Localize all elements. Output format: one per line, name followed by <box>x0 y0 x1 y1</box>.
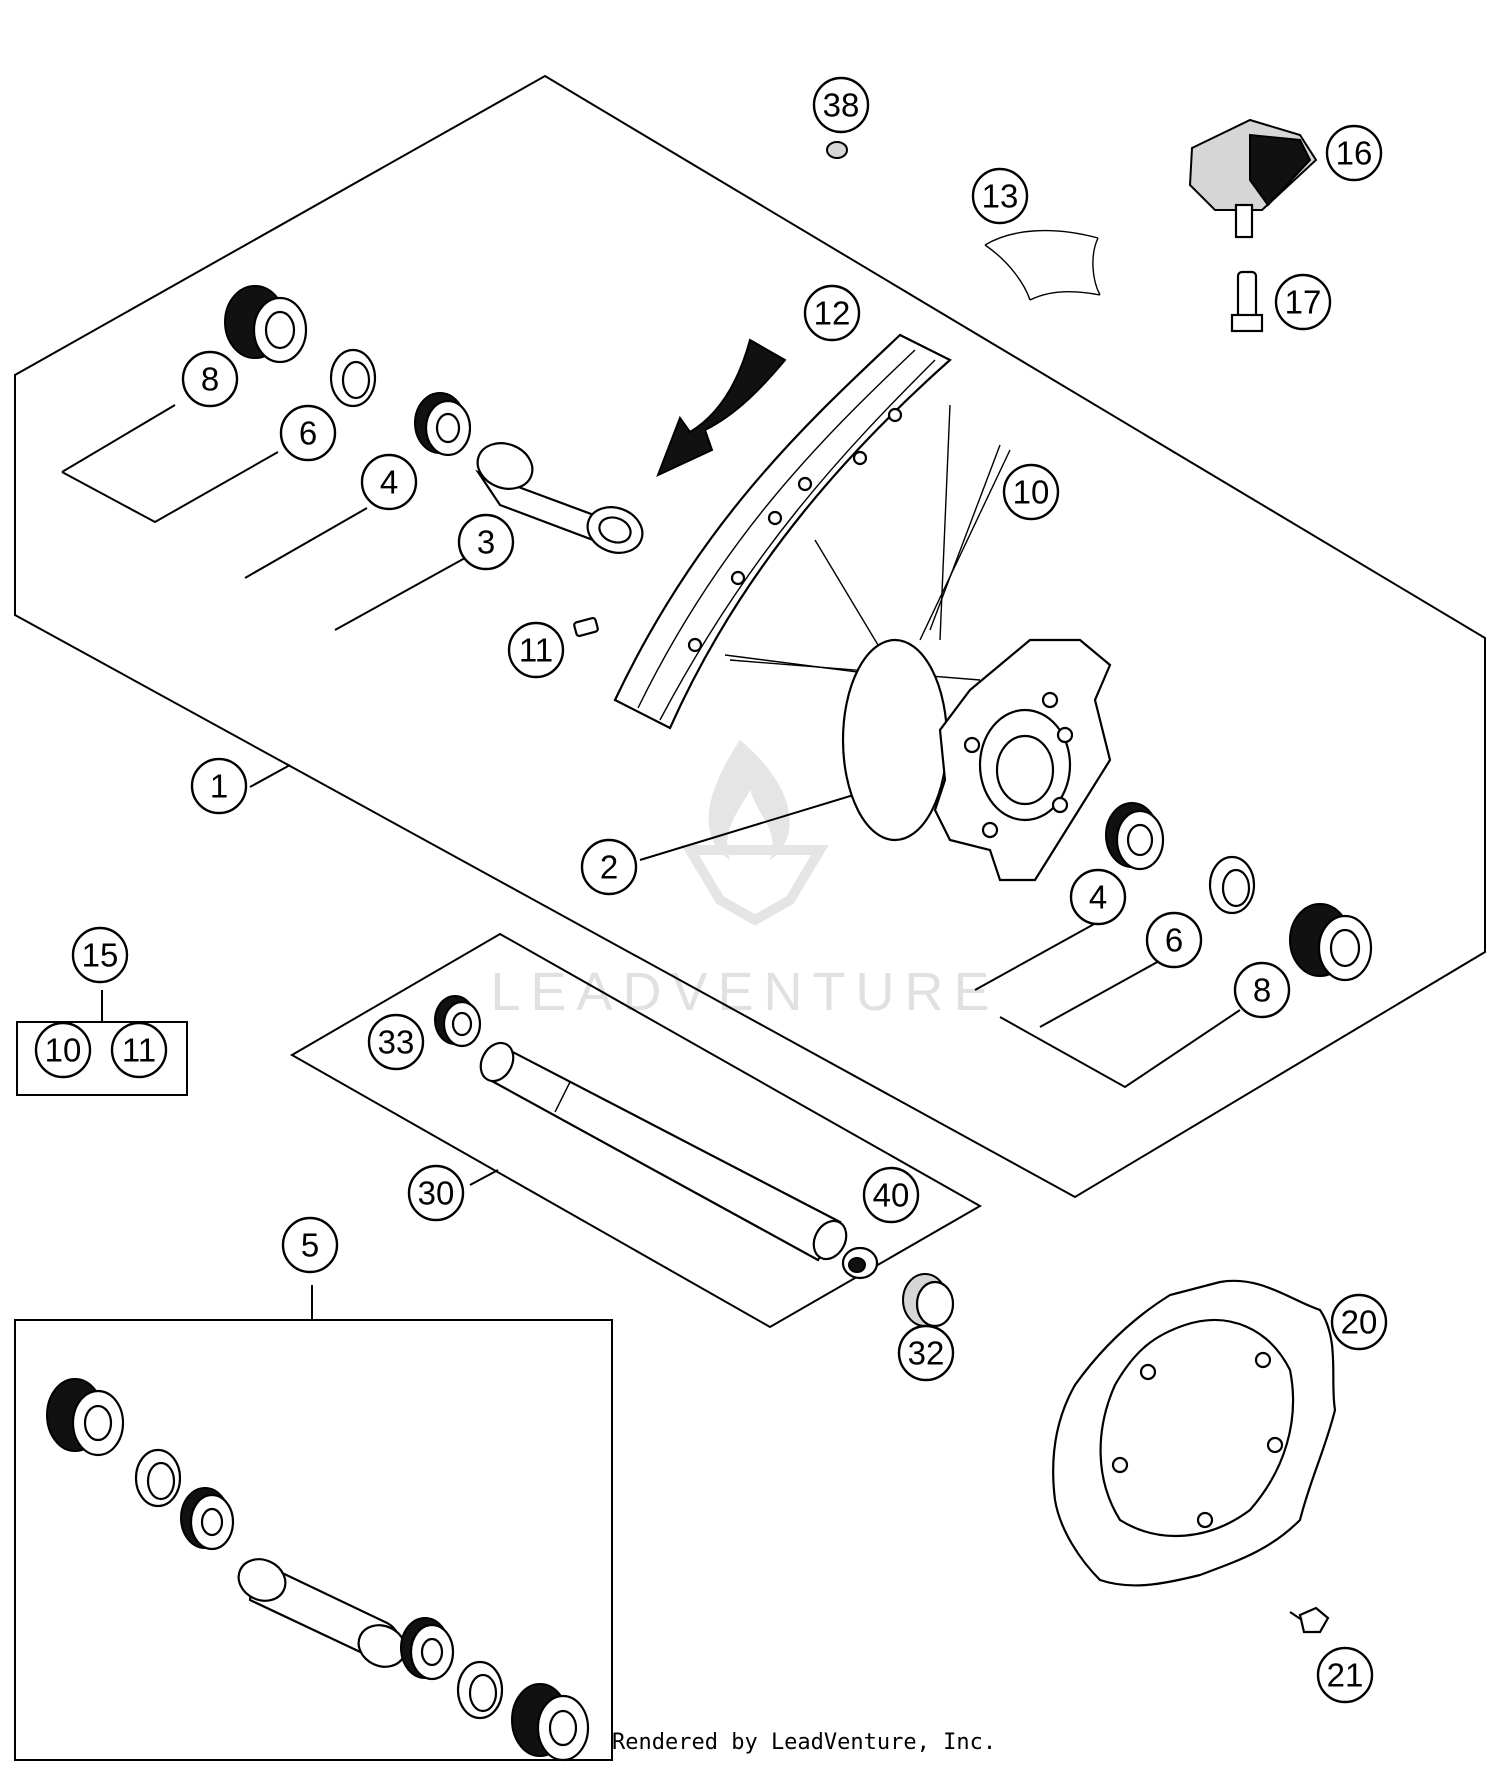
callout-10b[interactable]: 10 <box>34 1021 92 1079</box>
svg-text:4: 4 <box>1089 879 1107 916</box>
spacer-tube-3-icon <box>475 442 644 554</box>
nipple-11-icon <box>573 616 599 638</box>
svg-text:4: 4 <box>380 464 398 501</box>
svg-text:33: 33 <box>378 1024 415 1061</box>
callout-21[interactable]: 21 <box>1316 1646 1374 1704</box>
svg-text:10: 10 <box>45 1032 82 1069</box>
callout-17[interactable]: 17 <box>1274 273 1332 331</box>
rim-12-icon <box>613 333 952 730</box>
bracket-6b-line <box>1039 954 1171 1028</box>
svg-text:2: 2 <box>600 849 618 886</box>
callout-11b[interactable]: 11 <box>110 1021 168 1079</box>
svg-text:3: 3 <box>477 524 495 561</box>
callout-40[interactable]: 40 <box>862 1166 920 1224</box>
svg-text:21: 21 <box>1327 1657 1364 1694</box>
callout-13[interactable]: 13 <box>971 167 1029 225</box>
svg-text:38: 38 <box>823 87 860 124</box>
bearing-4b-icon <box>1105 802 1165 871</box>
bracket-6a-line <box>61 451 279 524</box>
callout-4a[interactable]: 4 <box>360 453 418 511</box>
axle-nut-32-icon <box>902 1273 955 1328</box>
bracket-2-line <box>639 789 871 861</box>
svg-text:1: 1 <box>210 768 228 805</box>
svg-text:30: 30 <box>418 1175 455 1212</box>
bracket-8b-line <box>999 1009 1241 1089</box>
callout-1[interactable]: 1 <box>190 757 248 815</box>
svg-text:40: 40 <box>873 1177 910 1214</box>
callout-6b[interactable]: 6 <box>1145 911 1203 969</box>
svg-text:12: 12 <box>814 295 851 332</box>
bracket-1-line <box>249 764 291 788</box>
callout-4b[interactable]: 4 <box>1069 868 1127 926</box>
spacer-6a-icon <box>329 348 377 408</box>
callout-6a[interactable]: 6 <box>279 404 337 462</box>
svg-text:8: 8 <box>1253 972 1271 1009</box>
bracket-4a-line <box>244 507 368 579</box>
bracket-4b-line <box>974 917 1106 991</box>
seal-kit-5-parts-icon <box>46 1378 590 1762</box>
valve-nut-17-icon <box>1230 270 1264 333</box>
footer-credit: Rendered by LeadVenture, Inc. <box>612 1730 997 1755</box>
svg-text:16: 16 <box>1336 135 1373 172</box>
brake-disc-20-icon <box>1052 1279 1337 1587</box>
callout-3[interactable]: 3 <box>457 513 515 571</box>
group-30-outline <box>289 932 983 1329</box>
rim-lock-16-icon <box>1188 118 1318 239</box>
callout-8b[interactable]: 8 <box>1233 961 1291 1019</box>
callout-33[interactable]: 33 <box>367 1013 425 1071</box>
collar-33-icon <box>434 995 482 1048</box>
bracket-8a-line <box>61 404 176 473</box>
rotation-arrow-icon <box>656 338 787 477</box>
callout-20[interactable]: 20 <box>1330 1293 1388 1351</box>
seal-8b-icon <box>1289 903 1373 982</box>
svg-text:11: 11 <box>519 632 553 669</box>
svg-text:5: 5 <box>301 1227 319 1264</box>
bracket-3-line <box>334 557 466 631</box>
axle-30-icon <box>479 1041 848 1262</box>
svg-text:32: 32 <box>908 1335 945 1372</box>
nut-40-icon <box>841 1246 879 1280</box>
svg-text:6: 6 <box>1165 922 1183 959</box>
bearing-4a-icon <box>414 392 472 457</box>
callout-2[interactable]: 2 <box>580 838 638 896</box>
svg-text:10: 10 <box>1013 474 1050 511</box>
svg-text:13: 13 <box>982 178 1019 215</box>
group-1-outline <box>14 74 1486 1199</box>
callout-16[interactable]: 16 <box>1325 124 1383 182</box>
hub-2-icon <box>841 638 1112 882</box>
spacer-6b-icon <box>1208 855 1256 915</box>
callout-15[interactable]: 15 <box>71 926 129 984</box>
callout-5[interactable]: 5 <box>281 1216 339 1274</box>
callout-32[interactable]: 32 <box>897 1324 955 1382</box>
callout-38[interactable]: 38 <box>812 76 870 134</box>
callout-12[interactable]: 12 <box>803 284 861 342</box>
group-5-box <box>14 1319 613 1761</box>
svg-text:11: 11 <box>122 1032 156 1069</box>
bolt-21-icon <box>1289 1606 1330 1634</box>
svg-text:20: 20 <box>1341 1304 1378 1341</box>
svg-text:17: 17 <box>1285 284 1322 321</box>
svg-text:6: 6 <box>299 415 317 452</box>
svg-text:15: 15 <box>82 937 119 974</box>
seal-8a-icon <box>224 285 308 364</box>
callout-10a[interactable]: 10 <box>1002 463 1060 521</box>
svg-text:8: 8 <box>201 361 219 398</box>
plug-38-icon <box>826 141 848 159</box>
callout-8a[interactable]: 8 <box>181 350 239 408</box>
rim-tape-13-icon <box>984 229 1101 301</box>
bracket-30-line <box>469 1169 499 1186</box>
callout-30[interactable]: 30 <box>407 1164 465 1222</box>
watermark-logo-icon <box>681 740 829 926</box>
callout-11a[interactable]: 11 <box>507 621 565 679</box>
